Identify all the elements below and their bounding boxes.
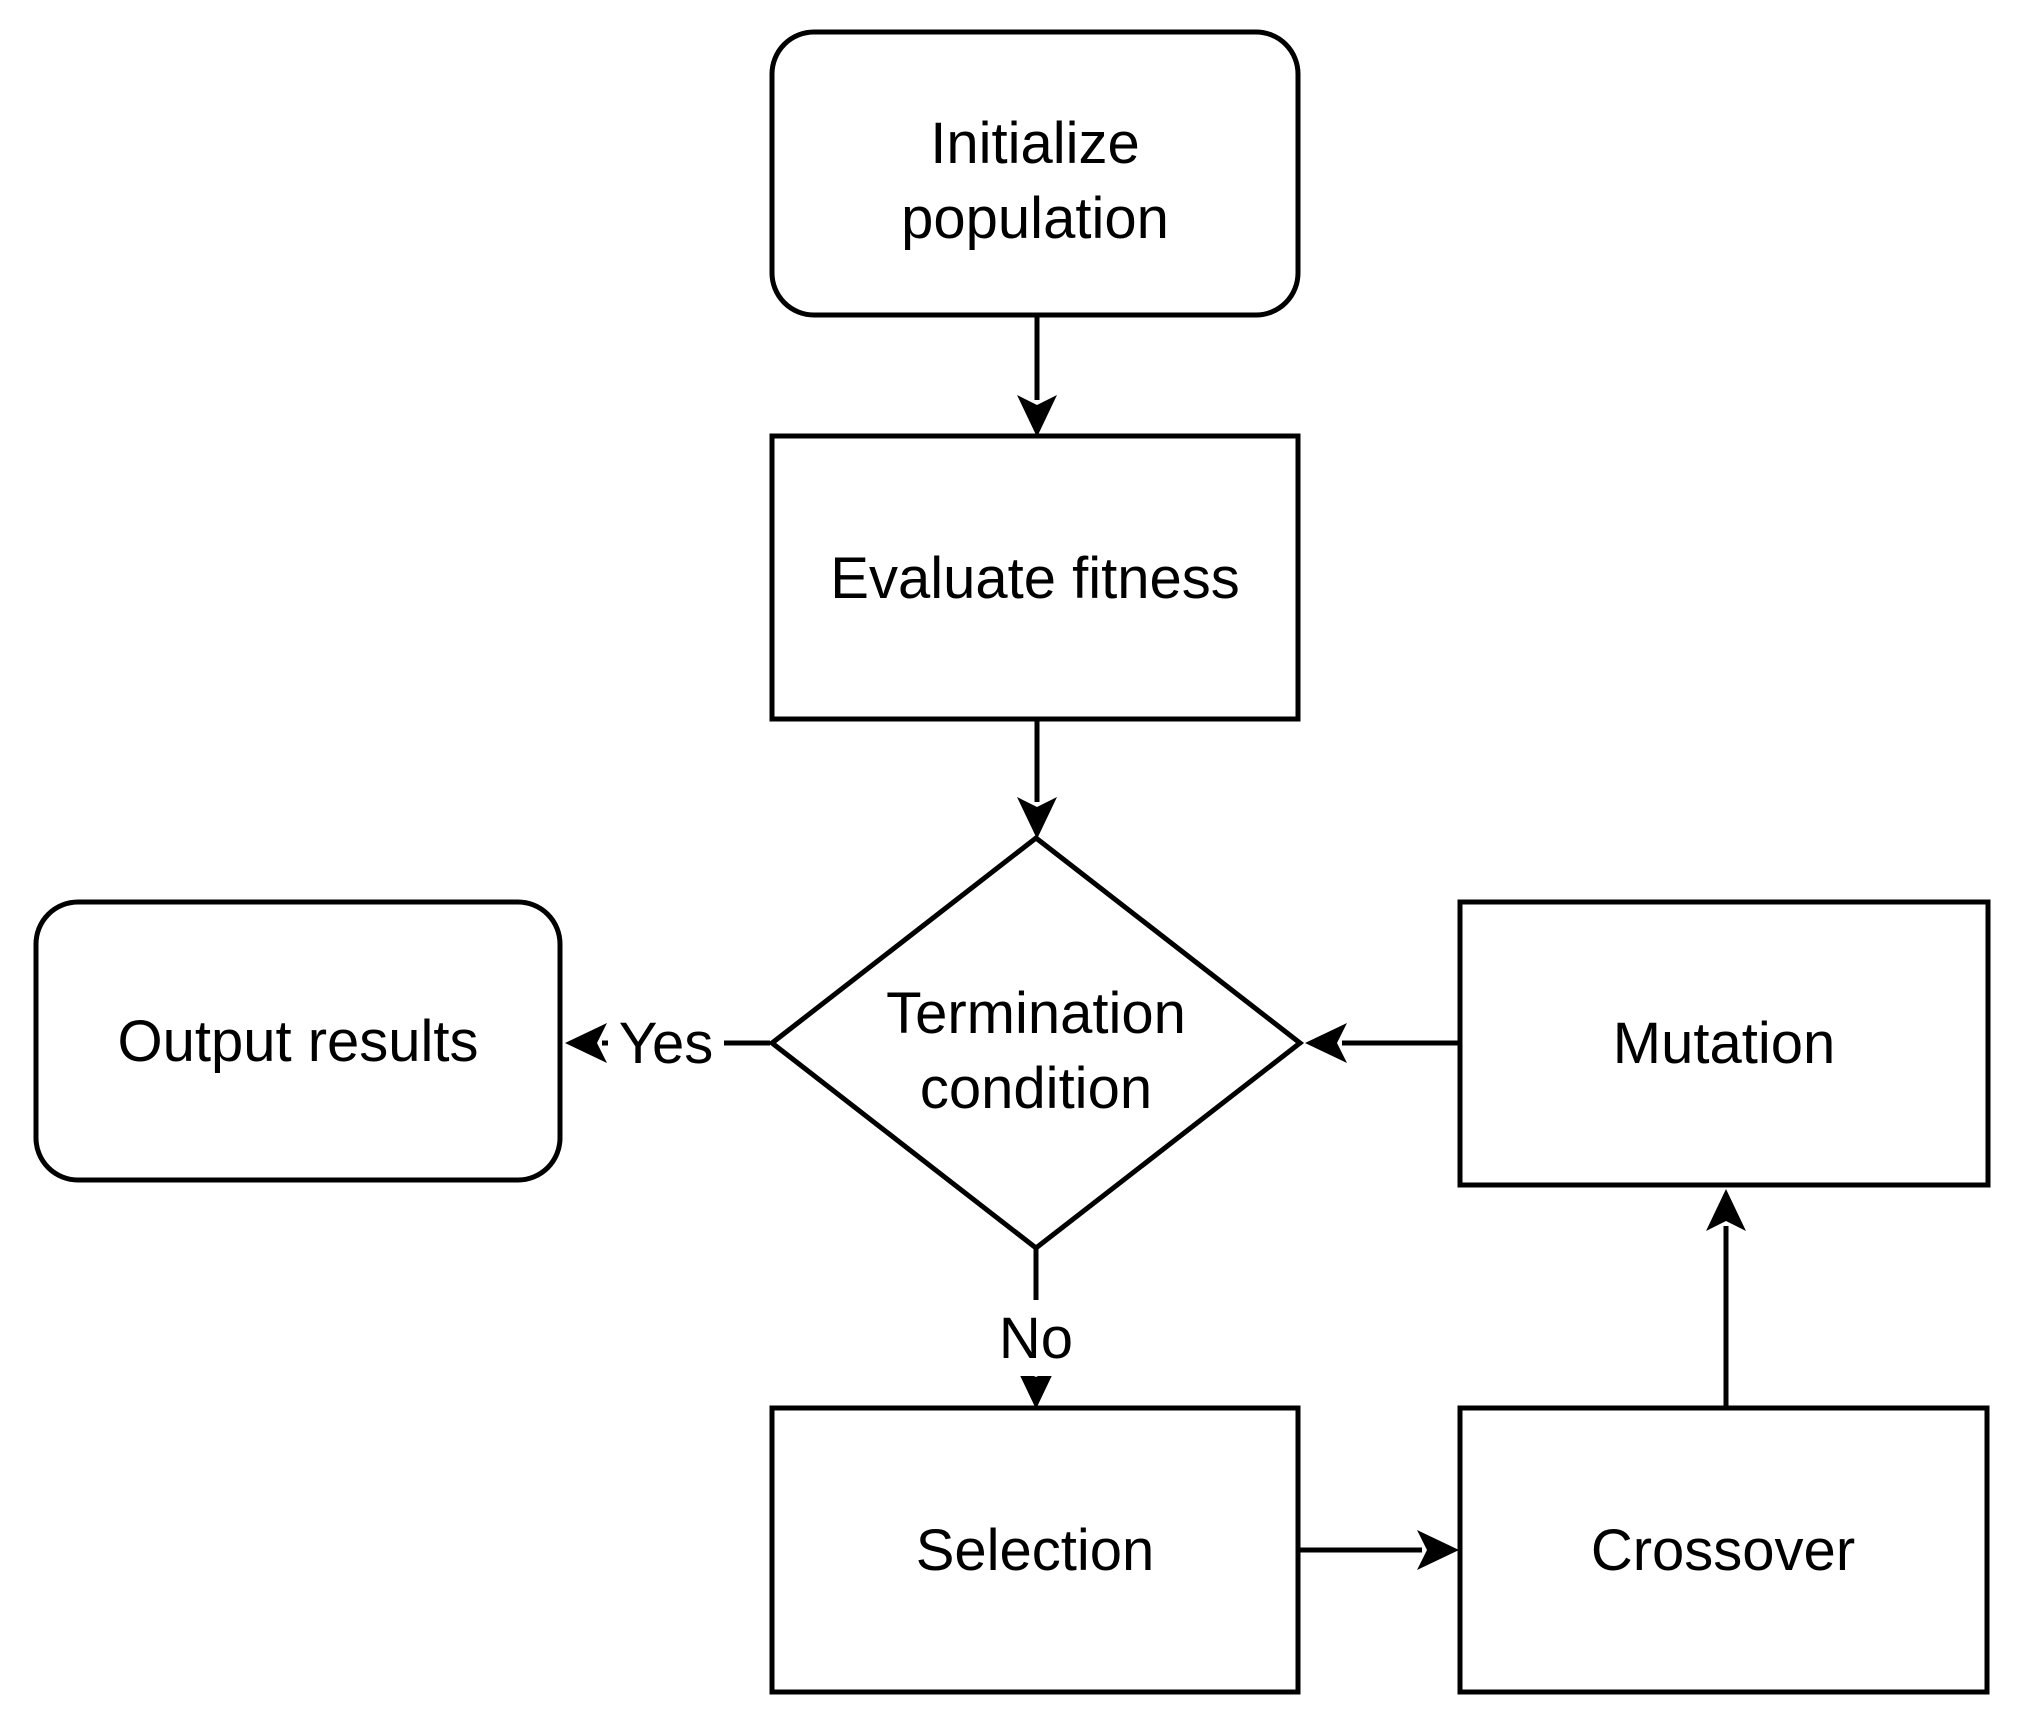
arrowheads <box>565 395 1746 1570</box>
crossover-box <box>1457 1405 1990 1695</box>
mutation-label: Mutation <box>1613 1011 1835 1076</box>
node-selection: Selection <box>769 1405 1301 1695</box>
no-label: No <box>999 1306 1073 1371</box>
selection-label: Selection <box>916 1518 1155 1583</box>
selection-box <box>769 1405 1301 1695</box>
termination-condition-diamond <box>767 834 1305 1252</box>
termination-condition-label-line1: Termination <box>886 981 1186 1046</box>
output-results-box <box>33 899 563 1183</box>
node-mutation: Mutation <box>1457 899 1991 1188</box>
arrowhead-into-crossover <box>1417 1530 1459 1570</box>
node-initialize-population: Initialize population <box>769 29 1301 318</box>
initialize-population-box <box>769 29 1301 318</box>
node-output-results: Output results <box>33 899 563 1183</box>
arrowhead-into-termination-top <box>1017 797 1057 839</box>
initialize-population-label-line2: population <box>901 186 1169 251</box>
evaluate-fitness-box <box>769 433 1301 722</box>
arrowhead-into-evaluate <box>1017 395 1057 437</box>
arrowhead-into-selection <box>1016 1367 1056 1409</box>
node-termination-condition: Termination condition <box>767 834 1305 1252</box>
edge-labels: Yes No <box>608 1003 1096 1376</box>
mutation-box <box>1457 899 1991 1188</box>
arrowhead-into-mutation <box>1706 1189 1746 1231</box>
yes-label-mask <box>608 1003 724 1083</box>
crossover-label: Crossover <box>1591 1518 1855 1583</box>
evaluate-fitness-label: Evaluate fitness <box>830 546 1239 611</box>
node-evaluate-fitness: Evaluate fitness <box>769 433 1301 722</box>
arrowhead-into-output <box>565 1023 607 1063</box>
output-results-label: Output results <box>117 1009 478 1074</box>
yes-label: Yes <box>619 1011 714 1076</box>
termination-condition-label-line2: condition <box>920 1056 1152 1121</box>
node-crossover: Crossover <box>1457 1405 1990 1695</box>
no-label-mask <box>976 1300 1096 1376</box>
arrowhead-into-termination-right <box>1305 1023 1347 1063</box>
initialize-population-label-line1: Initialize <box>930 111 1140 176</box>
